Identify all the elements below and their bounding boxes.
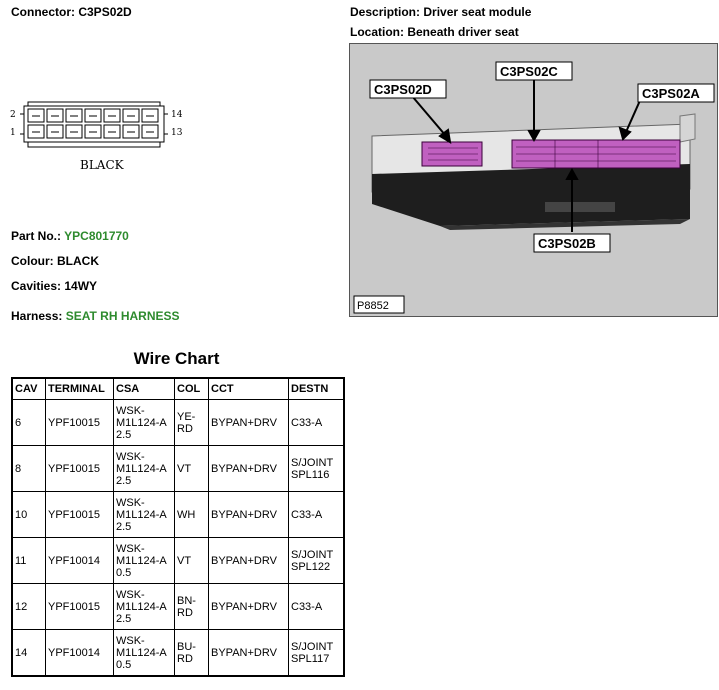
diagram-colour-caption: BLACK (80, 158, 125, 172)
description-line: Description: Driver seat module (350, 5, 531, 19)
cell-cct: BYPAN+DRV (208, 491, 289, 538)
cell-terminal: YPF10015 (45, 583, 114, 630)
location-label: Location: (350, 25, 404, 39)
description-label: Description: (350, 5, 421, 19)
connector-label: Connector: (11, 5, 75, 19)
cell-cct: BYPAN+DRV (208, 629, 289, 677)
cell-terminal: YPF10015 (45, 445, 114, 492)
harness-label: Harness: (11, 309, 63, 323)
cavity-cell (46, 108, 64, 123)
col-header-col: COL (174, 377, 209, 400)
cavity-cell (27, 108, 45, 123)
col-header-destn: DESTN (288, 377, 345, 400)
table-row: 12 YPF10015 WSK-M1L124-A 2.5 BN-RD BYPAN… (11, 583, 345, 630)
colour-value: BLACK (57, 254, 99, 268)
cell-csa: WSK-M1L124-A 2.5 (113, 445, 175, 492)
part-no-label: Part No.: (11, 229, 62, 243)
wire-chart-table: CAV TERMINAL CSA COL CCT DESTN 6 YPF1001… (11, 377, 345, 677)
cavities-line: Cavities: 14WY (11, 279, 97, 293)
col-header-cav: CAV (11, 377, 46, 400)
cell-terminal: YPF10015 (45, 399, 114, 446)
col-header-terminal: TERMINAL (45, 377, 114, 400)
table-row: 8 YPF10015 WSK-M1L124-A 2.5 VT BYPAN+DRV… (11, 445, 345, 492)
connector-face-diagram: 2 1 14 13 BLACK (10, 101, 183, 172)
location-value: Beneath driver seat (407, 25, 519, 39)
cavity-cell (103, 108, 121, 123)
cell-cav: 6 (11, 399, 46, 446)
cell-col: YE-RD (174, 399, 209, 446)
cavity-cell (103, 124, 121, 139)
pin-2-label: 2 (10, 110, 16, 120)
cell-col: VT (174, 537, 209, 584)
callout-c3ps02b: C3PS02B (538, 236, 596, 251)
harness-value: SEAT RH HARNESS (65, 309, 180, 323)
pin-13-label: 13 (171, 128, 183, 138)
cell-csa: WSK-M1L124-A 0.5 (113, 537, 175, 584)
cell-destn: C33-A (288, 399, 345, 446)
cell-col: BN-RD (174, 583, 209, 630)
pin-1-label: 1 (10, 128, 16, 138)
location-line: Location: Beneath driver seat (350, 25, 519, 39)
cell-cav: 14 (11, 629, 46, 677)
connector-value: C3PS02D (78, 5, 132, 19)
cavity-cell (84, 124, 102, 139)
cell-terminal: YPF10014 (45, 537, 114, 584)
cell-col: BU-RD (174, 629, 209, 677)
cell-cct: BYPAN+DRV (208, 399, 289, 446)
cell-destn: S/JOINT SPL116 (288, 445, 345, 492)
cell-cct: BYPAN+DRV (208, 537, 289, 584)
cell-col: VT (174, 445, 209, 492)
cavity-cell (65, 124, 83, 139)
table-row: 6 YPF10015 WSK-M1L124-A 2.5 YE-RD BYPAN+… (11, 399, 345, 446)
cavity-cell (141, 124, 159, 139)
cavity-cell (84, 108, 102, 123)
cell-cav: 12 (11, 583, 46, 630)
table-row: 14 YPF10014 WSK-M1L124-A 0.5 BU-RD BYPAN… (11, 629, 345, 677)
module-location-image: C3PS02D C3PS02C C3PS02A C3PS02B P8852 (349, 43, 718, 317)
cavity-cell (122, 124, 140, 139)
cavity-cell (65, 108, 83, 123)
cell-csa: WSK-M1L124-A 0.5 (113, 629, 175, 677)
cell-cct: BYPAN+DRV (208, 445, 289, 492)
pin-14-label: 14 (171, 110, 183, 120)
cell-cav: 11 (11, 537, 46, 584)
cavities-value: 14WY (64, 279, 98, 293)
callout-c3ps02d: C3PS02D (374, 82, 432, 97)
colour-line: Colour: BLACK (11, 254, 99, 268)
cavities-label: Cavities: (11, 279, 62, 293)
cell-destn: S/JOINT SPL122 (288, 537, 345, 584)
harness-line: Harness: SEAT RH HARNESS (11, 309, 180, 323)
table-row: 10 YPF10015 WSK-M1L124-A 2.5 WH BYPAN+DR… (11, 491, 345, 538)
cell-cav: 10 (11, 491, 46, 538)
wire-chart-title: Wire Chart (133, 349, 220, 368)
cell-destn: C33-A (288, 491, 345, 538)
cell-terminal: YPF10015 (45, 491, 114, 538)
cell-col: WH (174, 491, 209, 538)
cell-destn: S/JOINT SPL117 (288, 629, 345, 677)
col-header-csa: CSA (113, 377, 175, 400)
image-ref-number: P8852 (357, 300, 389, 312)
cavity-cell (46, 124, 64, 139)
cell-terminal: YPF10014 (45, 629, 114, 677)
cell-destn: C33-A (288, 583, 345, 630)
cell-cav: 8 (11, 445, 46, 492)
cell-cct: BYPAN+DRV (208, 583, 289, 630)
colour-label: Colour: (11, 254, 54, 268)
col-header-cct: CCT (208, 377, 289, 400)
cell-csa: WSK-M1L124-A 2.5 (113, 491, 175, 538)
cell-csa: WSK-M1L124-A 2.5 (113, 399, 175, 446)
table-header-row: CAV TERMINAL CSA COL CCT DESTN (11, 377, 345, 400)
connector-label-line: Connector: C3PS02D (11, 5, 132, 19)
description-value: Driver seat module (423, 5, 532, 19)
part-no-line: Part No.: YPC801770 (11, 229, 129, 243)
cavity-cell (27, 124, 45, 139)
part-no-value: YPC801770 (64, 229, 129, 243)
callout-c3ps02c: C3PS02C (500, 64, 558, 79)
cavity-cell (141, 108, 159, 123)
table-row: 11 YPF10014 WSK-M1L124-A 0.5 VT BYPAN+DR… (11, 537, 345, 584)
cell-csa: WSK-M1L124-A 2.5 (113, 583, 175, 630)
cavity-cell (122, 108, 140, 123)
callout-c3ps02a: C3PS02A (642, 86, 700, 101)
